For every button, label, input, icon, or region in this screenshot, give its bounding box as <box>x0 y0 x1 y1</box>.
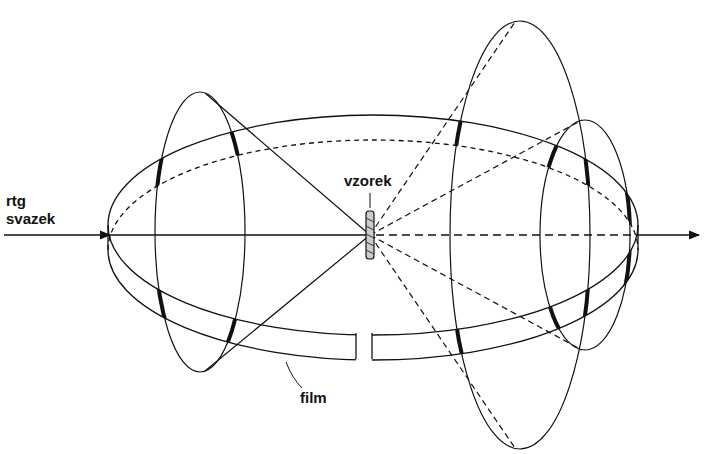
part-label: film <box>300 389 350 407</box>
part-label: rtg svazek <box>6 192 68 228</box>
leader-lines <box>286 193 370 388</box>
part-label: vzorek <box>344 172 414 190</box>
xray-beam <box>4 234 699 235</box>
sample-rod <box>366 211 374 259</box>
film-band <box>108 115 638 366</box>
